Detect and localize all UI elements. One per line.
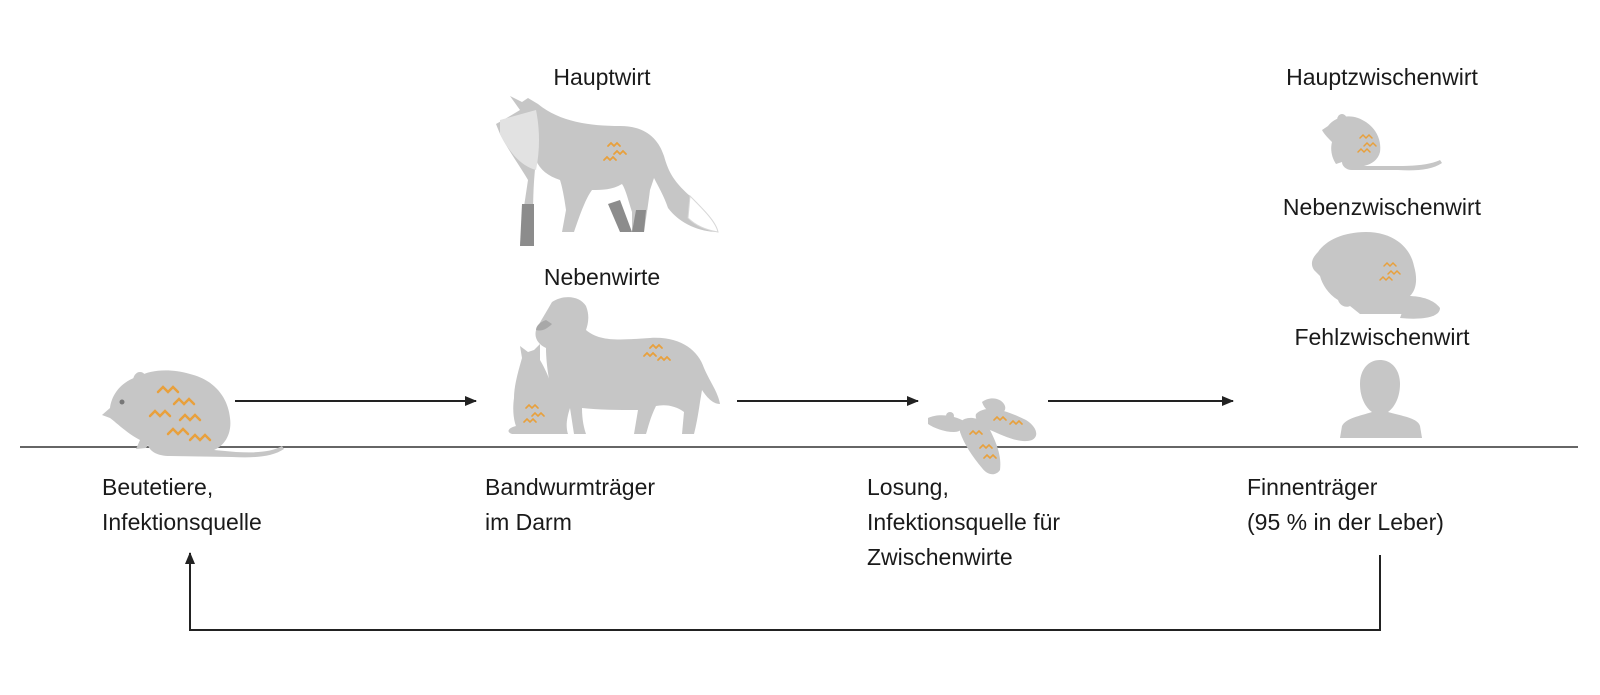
stage-prey-line1: Beutetiere, <box>102 474 214 500</box>
small-mouse-icon <box>1322 114 1442 171</box>
label-secondary-intermediate-host: Nebenzwischenwirt <box>1282 194 1482 220</box>
stage-prey-line2: Infektionsquelle <box>102 509 262 535</box>
stage-feces: Losung, Infektionsquelle für Zwischenwir… <box>867 470 1060 575</box>
stage-carrier-line2: im Darm <box>485 509 572 535</box>
stage-tapeworm-carrier: Bandwurmträger im Darm <box>485 470 655 540</box>
stage-carrier-line1: Bandwurmträger <box>485 474 656 500</box>
arrow-return-loop <box>185 552 1381 631</box>
feces-icon <box>928 398 1037 475</box>
stage-prey: Beutetiere, Infektionsquelle <box>102 470 262 540</box>
stage-cyst-carrier: Finnenträger (95 % in der Leber) <box>1247 470 1444 540</box>
label-false-intermediate-host: Fehlzwischenwirt <box>1294 324 1470 350</box>
stage-cyst-line1: Finnenträger <box>1247 474 1378 500</box>
label-main-intermediate-host: Hauptzwischenwirt <box>1286 64 1478 90</box>
label-main-host: Hauptwirt <box>553 64 651 90</box>
human-icon <box>1340 360 1422 438</box>
stage-cyst-line2: (95 % in der Leber) <box>1247 509 1444 535</box>
label-secondary-hosts: Nebenwirte <box>543 264 661 290</box>
rat-icon <box>1311 232 1440 319</box>
mouse-icon <box>102 370 284 458</box>
stage-feces-line2: Infektionsquelle für <box>867 509 1061 535</box>
dog-icon <box>535 297 720 434</box>
cat-icon <box>508 344 560 434</box>
stage-feces-line3: Zwischenwirte <box>867 544 1013 570</box>
stage-feces-line1: Losung, <box>867 474 949 500</box>
fox-icon <box>496 96 719 246</box>
